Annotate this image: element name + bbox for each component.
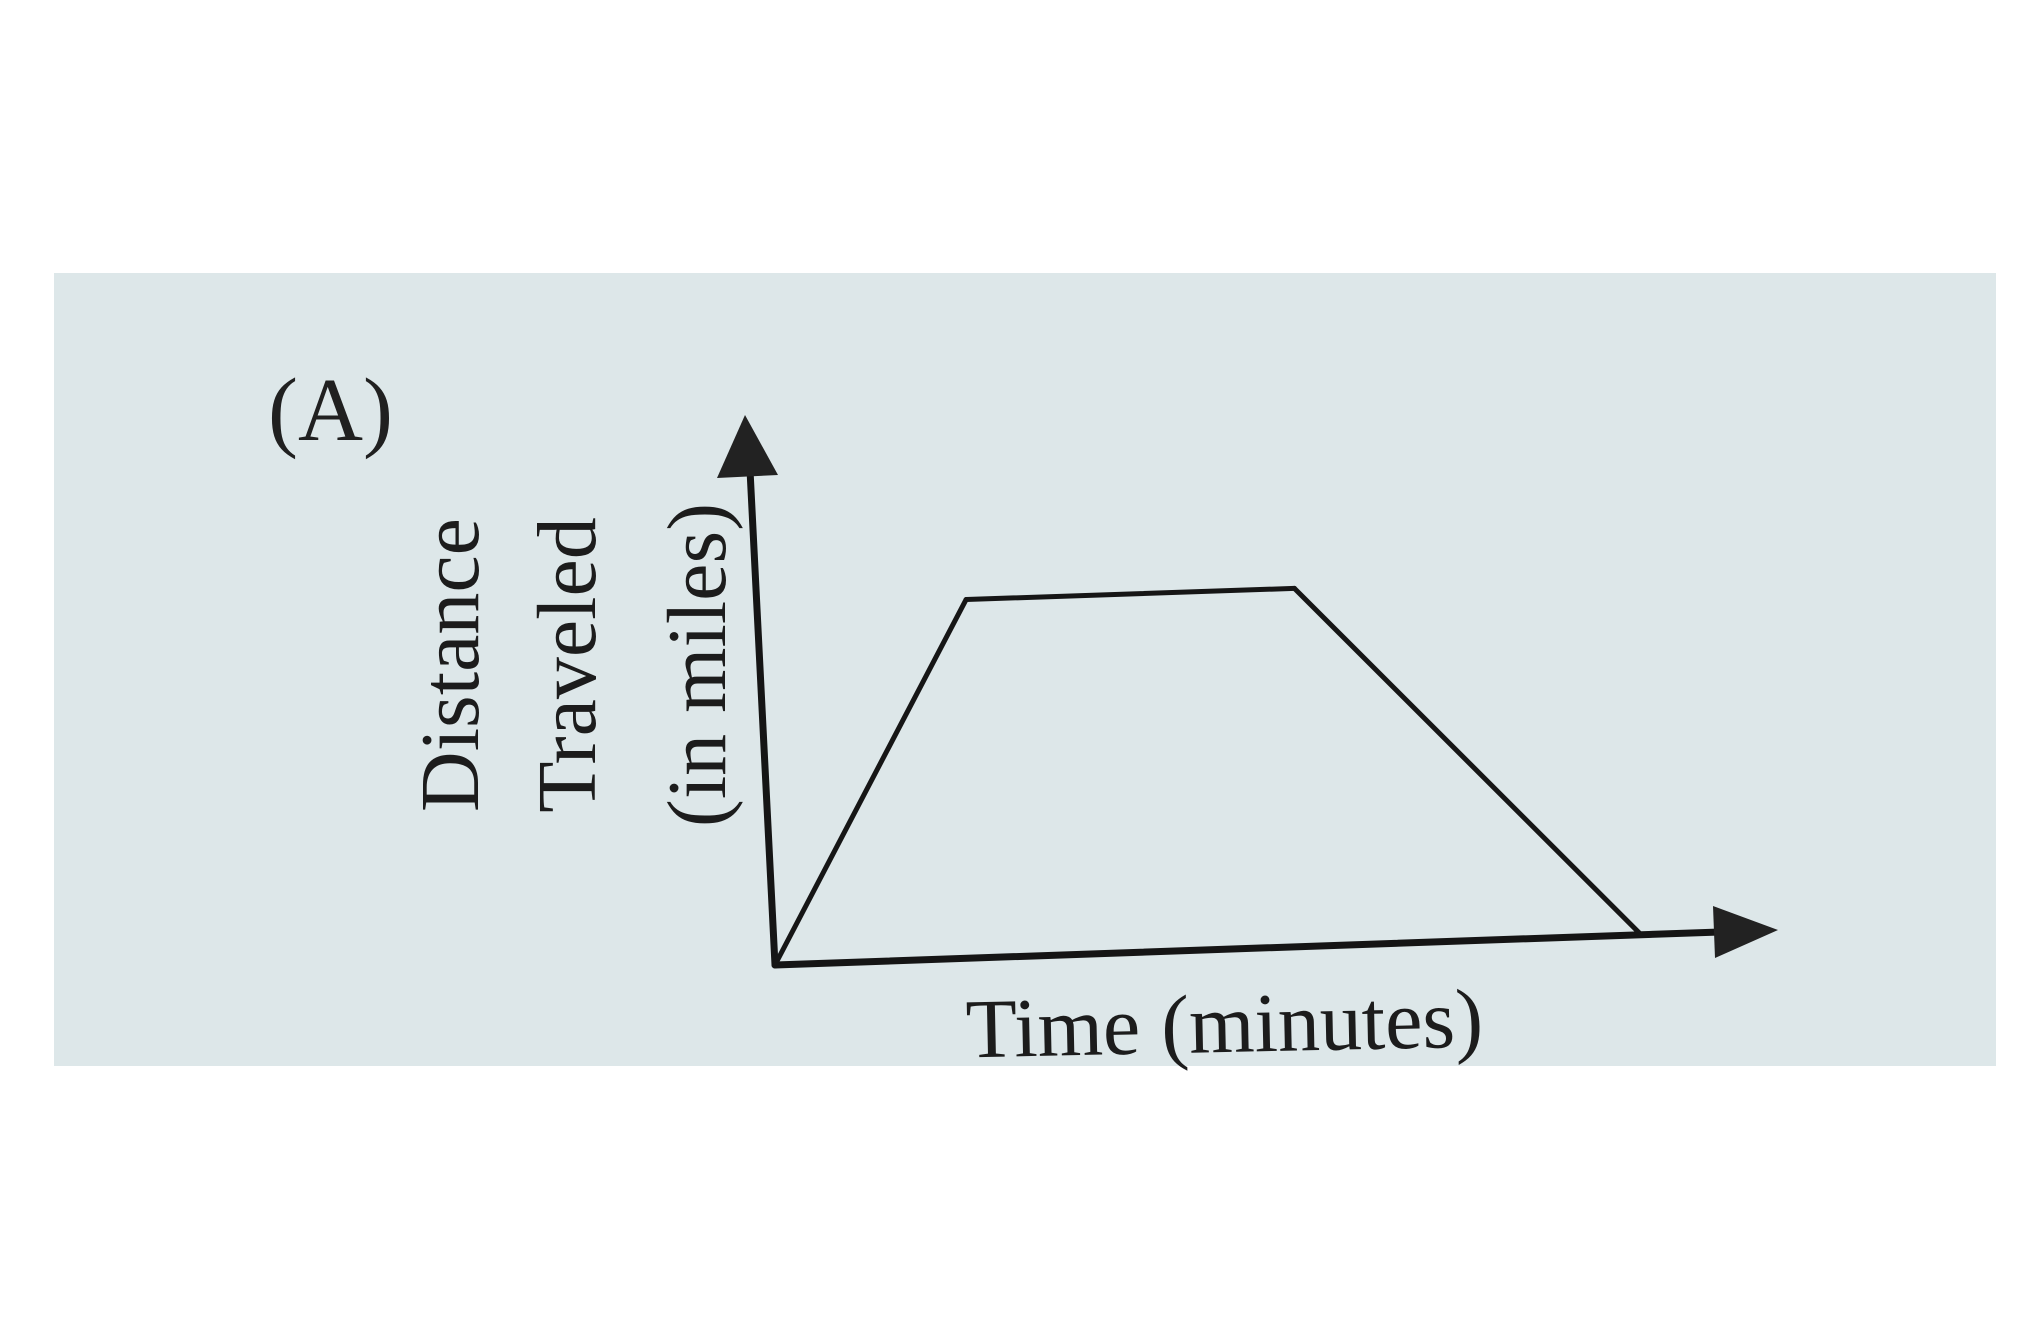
y-axis-title-group-2: Traveled bbox=[521, 517, 614, 813]
panel-label: (A) bbox=[268, 361, 393, 460]
series-1-segment-1 bbox=[773, 597, 969, 966]
series-layer bbox=[773, 585, 1643, 966]
y-axis-title: Distance bbox=[404, 518, 497, 812]
y-axis-title-line-2: Traveled bbox=[521, 517, 614, 813]
y-axis-title-group-3: (in miles) bbox=[651, 503, 744, 827]
y-axis-line bbox=[746, 466, 779, 969]
y-axis-title-line-3: (in miles) bbox=[651, 503, 744, 827]
x-axis-title: Time (minutes) bbox=[965, 973, 1484, 1077]
x-axis-arrowhead bbox=[1713, 906, 1778, 958]
y-axis-title-line-1: Distance bbox=[404, 518, 497, 812]
x-axis-line bbox=[771, 928, 1724, 969]
y-axis-arrowhead bbox=[717, 415, 778, 478]
series-1-segment-2 bbox=[963, 585, 1297, 603]
series-1-segment-3 bbox=[1291, 585, 1643, 937]
